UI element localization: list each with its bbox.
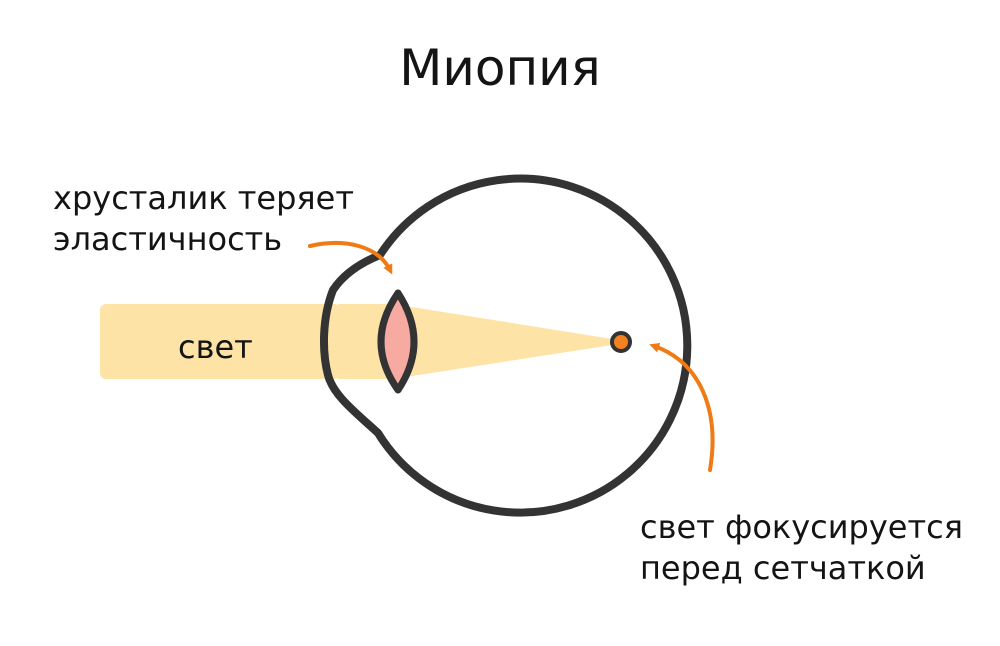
- light-beam-rect: [100, 304, 340, 379]
- focus-point: [610, 331, 632, 353]
- lens-label: хрусталик теряет эластичность: [53, 178, 354, 260]
- eyeball-outline: [320, 174, 692, 517]
- lens-arrow: [308, 241, 393, 275]
- light-label: свет: [178, 328, 253, 366]
- lens-label-line1: хрусталик теряет: [53, 179, 354, 217]
- lens-label-line2: эластичность: [53, 220, 283, 258]
- focus-label: свет фокусируется перед сетчаткой: [640, 507, 963, 589]
- diagram-title: Миопия: [399, 39, 601, 97]
- focus-label-line1: свет фокусируется: [640, 508, 963, 546]
- focus-arrow: [649, 342, 715, 472]
- crystalline-lens: [377, 289, 418, 394]
- focus-label-line2: перед сетчаткой: [640, 549, 926, 587]
